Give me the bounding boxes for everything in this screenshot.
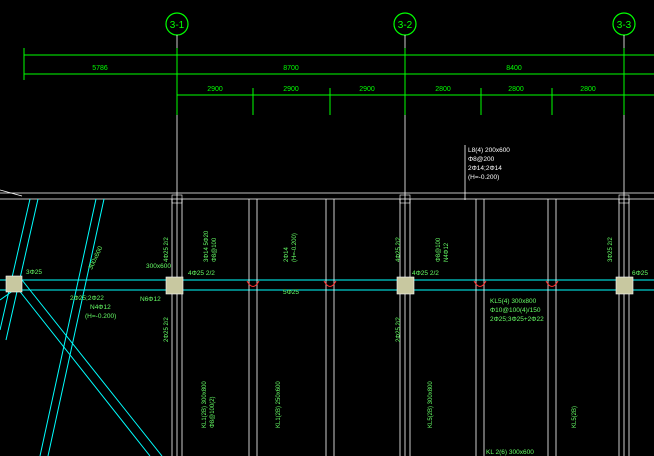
column-4[interactable] [615, 276, 634, 295]
vlabel-4: (H=-0.200) [292, 233, 298, 262]
note-line-1: L8(4) 200x600 [468, 147, 510, 154]
vlabel-9: KL1(2B) 250x600 [276, 381, 282, 428]
label-span-3: 4Φ25 2/2 [412, 270, 439, 277]
label-kl-b: Φ10@100(4)/150 [490, 307, 541, 314]
vertical-beams [171, 199, 630, 456]
label-span-4: 6Φ25 [632, 270, 648, 277]
label-kl-a: KL5(4) 300x800 [490, 298, 537, 305]
dim-top-3: 8400 [506, 65, 522, 72]
vlabel-14: KL5(2B) 300x800 [428, 381, 434, 428]
dim-bottom-3: 2900 [359, 86, 375, 93]
column-2[interactable] [165, 276, 184, 295]
label-kl-c: 2Φ25;3Φ25+2Φ22 [490, 316, 544, 323]
axis-label-3: 3-3 [617, 20, 632, 31]
vertical-labels: 3Φ14 5Φ20 Φ8@100 2Φ14 (H=-0.200) 4Φ25 2/… [164, 230, 614, 428]
column-3[interactable] [396, 276, 415, 295]
vlabel-13: 2Φ25 2/2 [396, 317, 402, 342]
vlabel-10: 4Φ25 2/2 [396, 237, 402, 262]
intersection-arcs [246, 280, 559, 287]
vlabel-5: 4Φ25 2/2 [164, 237, 170, 262]
beam-labels: 3Φ25 300x600 2Φ25;2Φ22 N4Φ12 (H=-0.200) … [26, 245, 648, 456]
vlabel-15: KL5(2B) [572, 406, 578, 428]
vlabel-7: Φ8@100(2) [210, 396, 216, 428]
label-mid-a: 300x600 [146, 263, 171, 270]
label-bottom-kl: KL 2(6) 300x600 [486, 449, 534, 456]
top-edge-beam [0, 189, 654, 200]
beam-note-block[interactable]: L8(4) 200x600 Φ8@200 2Φ14;2Φ14 (H=-0.200… [464, 145, 510, 200]
dim-bottom-4: 2800 [435, 86, 451, 93]
vlabel-3: 2Φ14 [284, 247, 290, 262]
label-span-2: 5Φ25 [283, 289, 299, 296]
columns [5, 194, 634, 295]
dim-bottom-6: 2800 [580, 86, 596, 93]
note-line-2: Φ8@200 [468, 156, 495, 163]
vlabel-12: N4Φ12 [444, 242, 450, 262]
dim-bottom-5: 2800 [508, 86, 524, 93]
vlabel-2: Φ8@100 [212, 237, 218, 262]
note-line-3: 2Φ14;2Φ14 [468, 165, 502, 172]
axis-label-2: 3-2 [398, 20, 413, 31]
dimension-texts: 5786 8700 8400 2900 2900 2900 2800 2800 … [92, 65, 596, 93]
label-span-1: 4Φ25 2/2 [188, 270, 215, 277]
vlabel-11: Φ8@100 [436, 237, 442, 262]
axis-label-1: 3-1 [170, 20, 185, 31]
label-left-d: (H=-0.200) [85, 313, 116, 320]
dim-top-1: 5786 [92, 65, 108, 72]
main-horizontal-beam [0, 279, 654, 291]
dim-top-2: 8700 [283, 65, 299, 72]
label-left-tag: 3Φ25 [26, 269, 42, 276]
label-left-b: 2Φ25;2Φ22 [70, 295, 104, 302]
vlabel-1: 3Φ14 5Φ20 [204, 230, 210, 262]
vlabel-16: 3Φ25 2/2 [608, 237, 614, 262]
dim-bottom-2: 2900 [283, 86, 299, 93]
column-1[interactable] [5, 275, 23, 293]
vlabel-6: 2Φ25 2/2 [164, 317, 170, 342]
label-mid-b: N6Φ12 [140, 296, 161, 303]
diagonal-beams [0, 198, 163, 456]
dimension-lines [23, 48, 654, 115]
label-left-c: N4Φ12 [90, 304, 111, 311]
vlabel-8: KL1(2B) 300x800 [202, 381, 208, 428]
note-line-4: (H=-0.200) [468, 174, 499, 181]
dim-bottom-1: 2900 [207, 86, 223, 93]
